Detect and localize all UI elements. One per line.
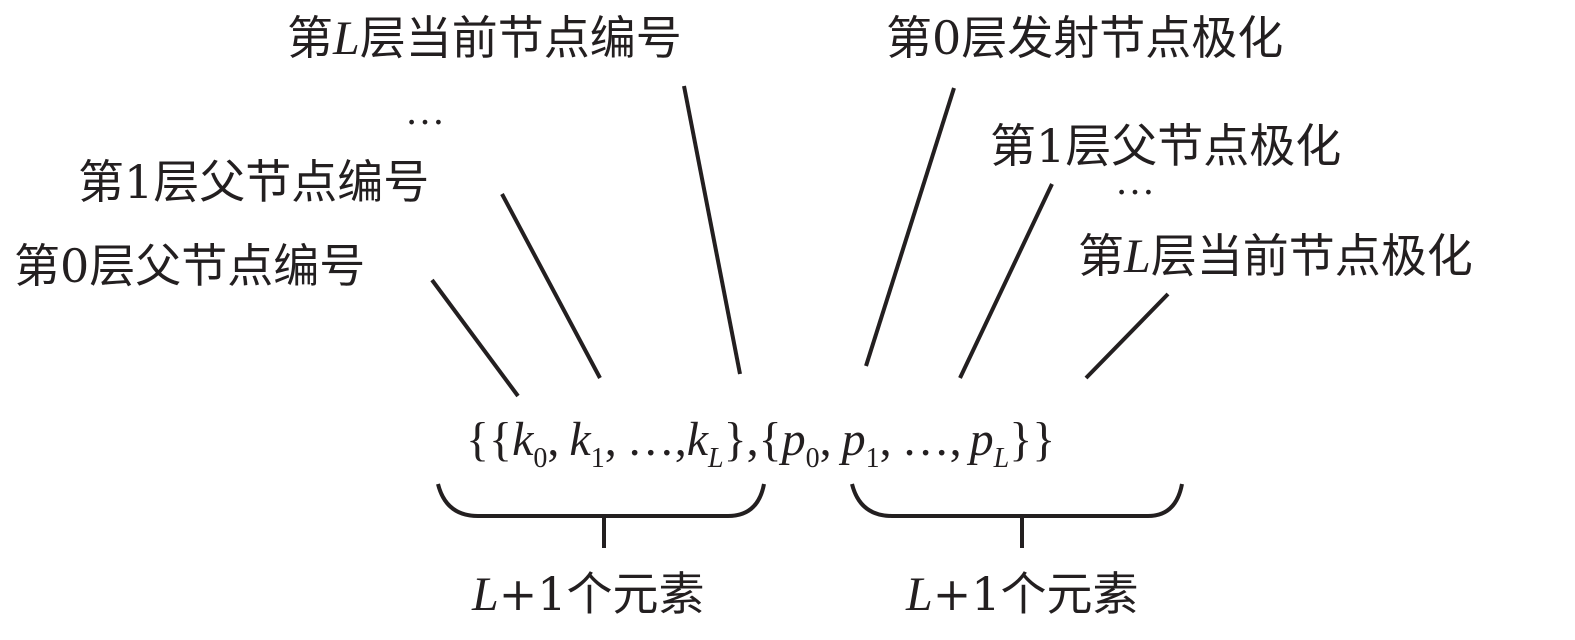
ellipsis-right: … bbox=[1115, 158, 1155, 203]
label-layer-L-node-polar: 第L层当前节点极化 bbox=[1078, 229, 1473, 283]
brace-label-left: L+1个元素 bbox=[471, 567, 705, 621]
label-layer-1-parent-polar: 第1层父节点极化 bbox=[990, 119, 1341, 173]
label-layer-1-parent-id: 第1层父节点编号 bbox=[78, 155, 429, 209]
label-layer-0-emit-polar: 第0层发射节点极化 bbox=[886, 11, 1283, 65]
brace-label-right: L+1个元素 bbox=[905, 567, 1139, 621]
leader-line-layer-0-emit bbox=[864, 87, 956, 367]
formula: {{k0,k1,…,kL},{p0,p1,…,pL}} bbox=[466, 413, 1055, 474]
leader-line-layer-1-polar bbox=[958, 183, 1054, 379]
ellipsis-left: … bbox=[405, 88, 445, 133]
leader-line-layer-1-parent bbox=[500, 193, 602, 379]
leader-line-layer-0-parent bbox=[430, 278, 520, 398]
leader-line-layer-L-polar bbox=[1084, 292, 1170, 380]
leader-line-layer-L-node bbox=[682, 85, 742, 375]
under-brace-left bbox=[436, 483, 766, 518]
label-layer-L-node-id: 第L层当前节点编号 bbox=[287, 11, 682, 65]
under-brace-right bbox=[850, 483, 1184, 518]
label-layer-0-parent-id: 第0层父节点编号 bbox=[14, 239, 365, 293]
